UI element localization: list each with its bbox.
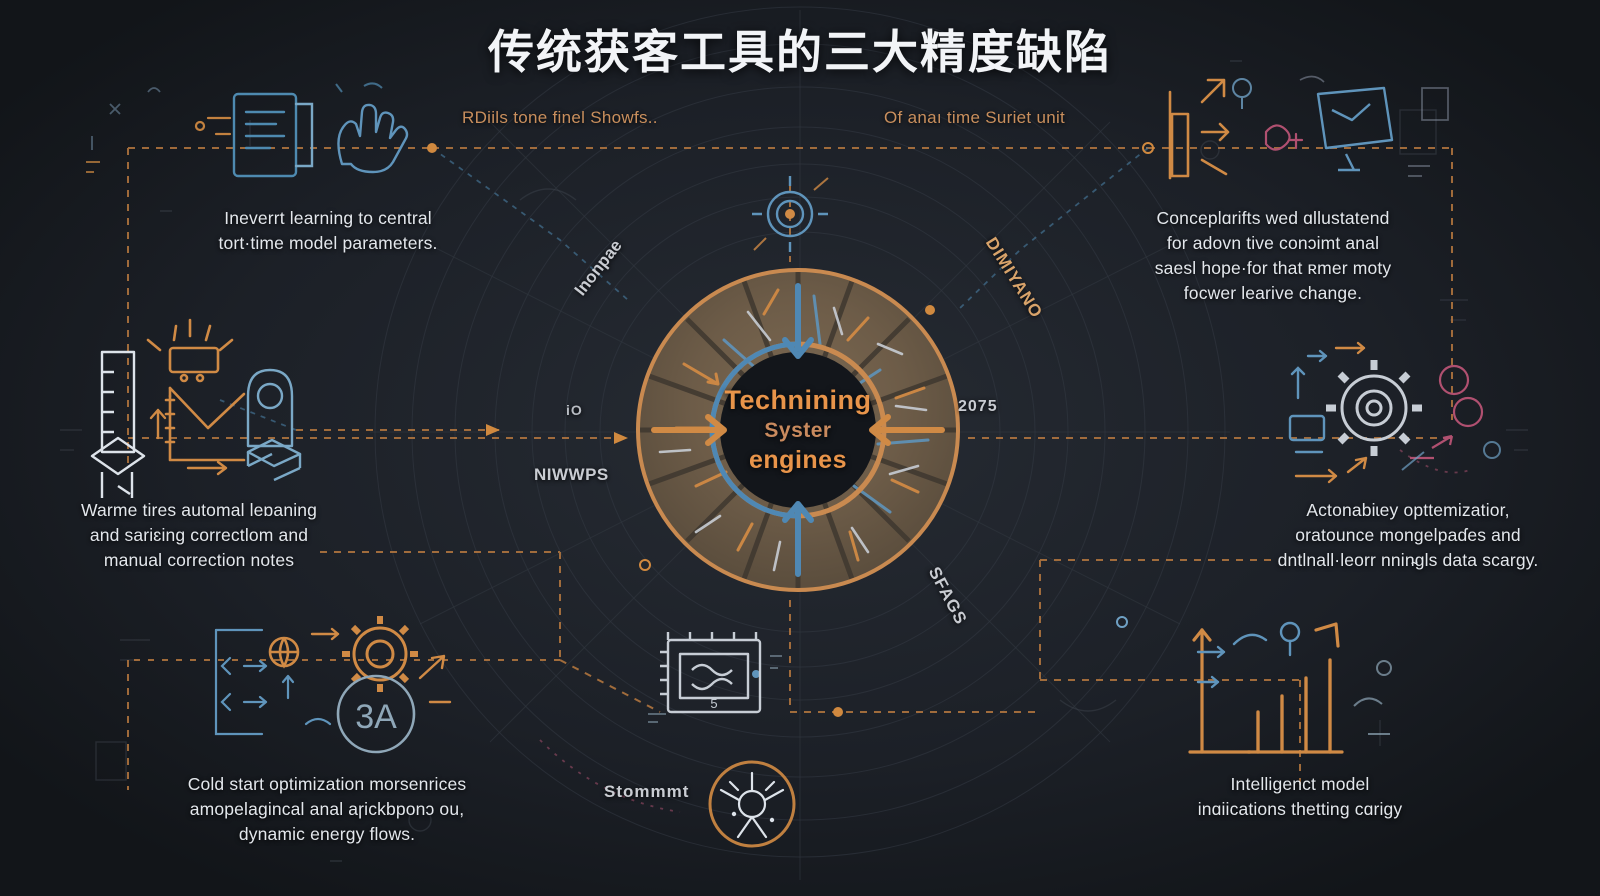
- callout-line: saesl hope·for that ʀmer moty: [1154, 257, 1392, 278]
- hub-ring-graphic: [635, 268, 960, 592]
- callout-bottom-right: Intelligenct model inɑiications thetting…: [1150, 772, 1450, 822]
- ring-label-west: NIWWPS: [534, 465, 609, 484]
- icon-cluster-top-left: [80, 78, 440, 198]
- layers-stack-icon: [246, 368, 302, 482]
- bar-chart-growth-icon: [1188, 622, 1344, 754]
- callout-line: manual correction notes: [103, 549, 295, 570]
- callout-line: for adovn tive conɔimt anal: [1166, 232, 1380, 253]
- document-checklist-icon: [232, 92, 314, 178]
- svg-text:5: 5: [710, 696, 717, 711]
- icon-cluster-bottom-right: [1178, 606, 1418, 776]
- callout-top-left: Ineverrt learning to central tort·time m…: [168, 206, 488, 256]
- callout-line: Conceplɑrifts wed ɑllustatend: [1156, 208, 1390, 228]
- display-monitor-icon: [1316, 86, 1394, 172]
- callout-line: dntlnall·leorr nnin̴gls data scargy.: [1277, 549, 1539, 570]
- path-label-top-right: Of anaı time Suriet unit: [884, 108, 1066, 127]
- callout-line: oratounce mongelpaɗes and: [1295, 524, 1521, 545]
- ring-label-west-small: iO: [566, 402, 583, 418]
- icon-cluster-bottom-left: 3A: [196, 606, 476, 766]
- hand-gesture-icon: [337, 103, 409, 174]
- central-hub[interactable]: Technining Syster engines: [628, 260, 968, 600]
- server-rack-icon: 5: [660, 632, 762, 714]
- svg-text:3A: 3A: [355, 698, 397, 736]
- callout-line: amopelagincal anal aɼickbponɔ ou,: [189, 798, 465, 819]
- callout-top-right: Conceplɑrifts wed ɑllustatend for adovn …: [1108, 206, 1438, 305]
- icon-cluster-mid-right: [1282, 330, 1532, 510]
- callout-line: Intelligenct model: [1230, 774, 1370, 794]
- icon-cluster-mid-left: [62, 300, 332, 500]
- callout-line: and sariɛing correctlom and: [89, 524, 309, 545]
- callout-line: tort·time model parameters.: [218, 232, 438, 253]
- callout-line: focwer learive change.: [1183, 282, 1363, 303]
- gear-settings-icon: [1326, 360, 1422, 456]
- callout-line: Cold start optimization morsenrices: [187, 774, 467, 794]
- upload-arrow-icon: [1168, 78, 1230, 180]
- icon-cluster-bottom-sun: [690, 742, 820, 872]
- callout-line: Actonabiɩey opttemizatior,: [1306, 500, 1510, 520]
- icon-cluster-bottom-center: 5: [640, 622, 790, 732]
- callout-line: Warme tires automal leɒaning: [80, 500, 317, 520]
- callout-line: Ineverrt learning to central: [224, 208, 432, 228]
- page-title: 传统获客工具的三大精度缺陷: [488, 25, 1112, 79]
- path-label-top-left: RDiils tone finel Showfs..: [462, 108, 658, 127]
- ring-label-south: Stommmt: [604, 782, 690, 801]
- callout-bottom-left: Cold start optimization morsenrices amop…: [152, 772, 502, 847]
- ring-label-northwest: Inonpae: [570, 236, 626, 300]
- compass-sun-icon: [708, 760, 796, 848]
- ring-label-east: 2075: [958, 398, 998, 415]
- target-radar-icon: [752, 176, 828, 252]
- globe-network-icon: 3A: [336, 674, 416, 754]
- callout-mid-right: Actonabiɩey opttemizatior, oratounce mon…: [1248, 498, 1568, 573]
- callout-line: inɑiications thetting cɑrigy: [1197, 798, 1403, 819]
- icon-cluster-top-right: [1140, 72, 1470, 202]
- gear-cluster-icon: [342, 616, 418, 692]
- callout-line: dynamic energy flows.: [238, 823, 416, 844]
- ring-label-northeast: DIMIYANO: [981, 233, 1047, 322]
- callout-mid-left: Warme tires automal leɒaning and sariɛin…: [40, 498, 358, 573]
- chart-trend-icon: [146, 318, 246, 462]
- ruler-gauge-icon: [90, 350, 146, 498]
